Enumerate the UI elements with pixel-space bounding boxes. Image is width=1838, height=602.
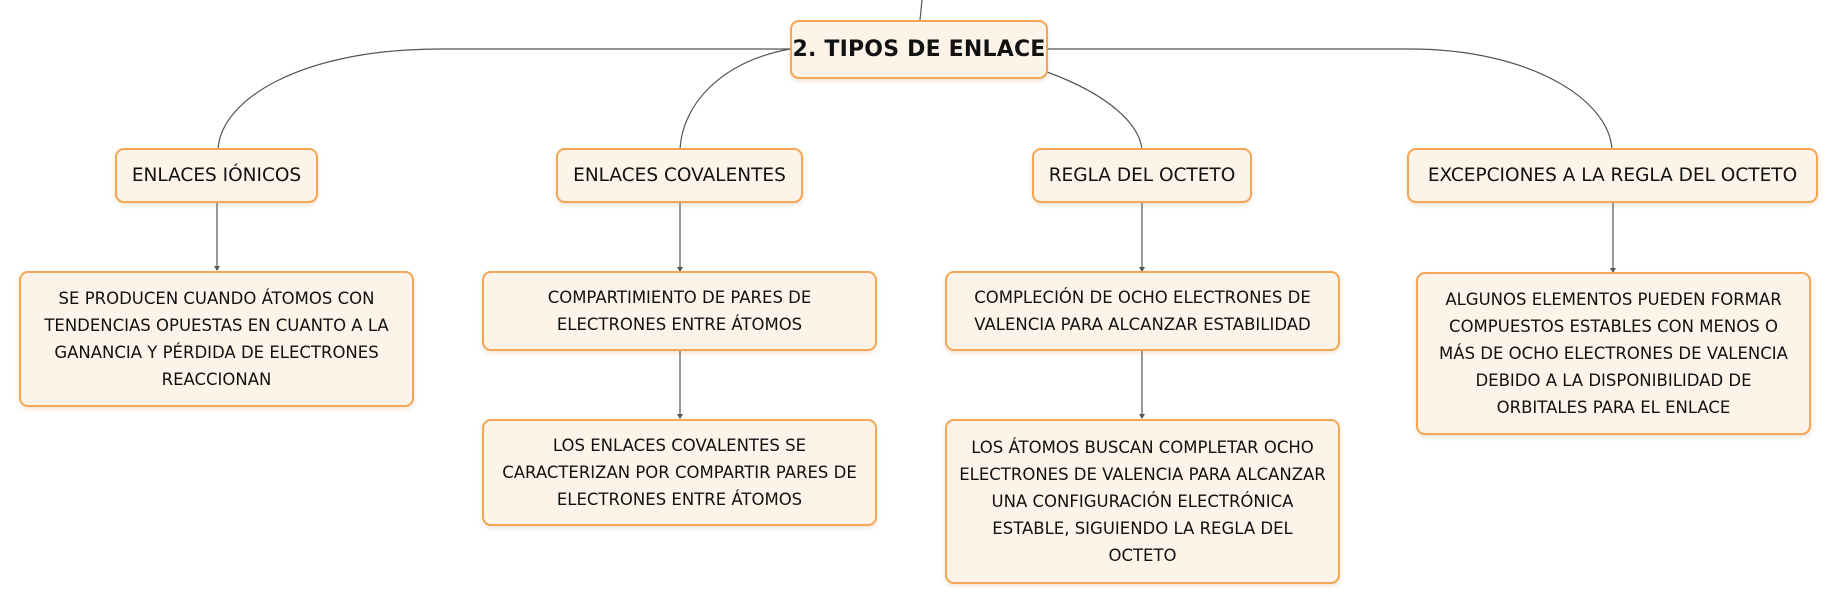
category-node-enlaces-covalentes[interactable]: ENLACES COVALENTES xyxy=(556,148,803,203)
arrowhead-covalentes-detail-1 xyxy=(677,267,683,272)
detail-node-octeto-complecion[interactable]: COMPLECIÓN DE OCHO ELECTRONES DE VALENCI… xyxy=(945,271,1340,351)
connector-root-ionicos xyxy=(217,48,790,151)
arrowhead-octeto-detail-1 xyxy=(1139,267,1145,272)
detail-node-excepciones[interactable]: ALGUNOS ELEMENTOS PUEDEN FORMAR COMPUEST… xyxy=(1416,272,1811,435)
category-node-regla-del-octeto[interactable]: REGLA DEL OCTETO xyxy=(1032,148,1252,203)
arrowhead-octeto-detail-2 xyxy=(1139,414,1145,419)
detail-node-covalentes-compartimiento[interactable]: COMPARTIMIENTO DE PARES DE ELECTRONES EN… xyxy=(482,271,877,351)
detail-node-octeto-configuracion[interactable]: LOS ÁTOMOS BUSCAN COMPLETAR OCHO ELECTRO… xyxy=(945,419,1340,584)
category-node-enlaces-ionicos[interactable]: ENLACES IÓNICOS xyxy=(115,148,318,203)
arrowhead-covalentes-detail-2 xyxy=(677,414,683,419)
connector-root-covalentes xyxy=(679,48,791,151)
category-node-excepciones-octeto[interactable]: EXCEPCIONES A LA REGLA DEL OCTETO xyxy=(1407,148,1818,203)
detail-node-ionicos[interactable]: SE PRODUCEN CUANDO ÁTOMOS CON TENDENCIAS… xyxy=(19,271,414,407)
arrowhead-excepciones-detail xyxy=(1610,268,1616,273)
detail-node-covalentes-caracteristica[interactable]: LOS ENLACES COVALENTES SE CARACTERIZAN P… xyxy=(482,419,877,526)
connector-root-octeto xyxy=(1046,71,1143,151)
connector-root-top xyxy=(919,0,923,21)
connector-root-excepciones xyxy=(1047,48,1613,151)
root-node-title[interactable]: 2. TIPOS DE ENLACE xyxy=(790,20,1048,79)
arrowhead-ionicos-detail xyxy=(214,266,220,271)
